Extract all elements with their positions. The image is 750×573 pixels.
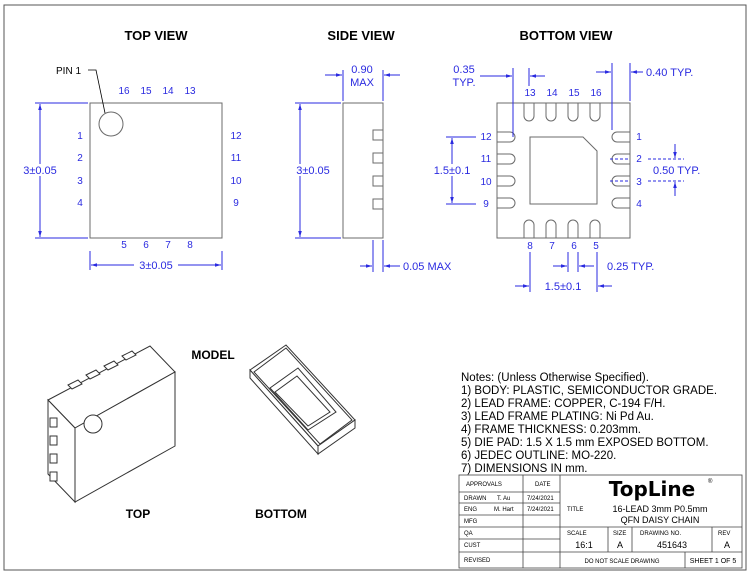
title-block-size-label: SIZE [613, 531, 626, 537]
pin1-marker [98, 111, 124, 137]
side-thickness-note: MAX [350, 77, 375, 89]
notes: Notes: (Unless Otherwise Specified). 1) … [461, 372, 717, 475]
note-line: 3) LEAD FRAME PLATING: Ni Pd Au. [461, 411, 654, 423]
pin-number: 6 [571, 241, 577, 252]
bottom-view: 13 14 15 16 12 11 10 9 1 2 3 4 8 7 6 5 0… [432, 63, 707, 293]
pin-number: 12 [480, 132, 492, 143]
model-heading: MODEL [191, 348, 234, 362]
pin-number: 4 [77, 198, 83, 209]
model-bottom-label: BOTTOM [255, 507, 307, 521]
pin-number: 11 [231, 153, 242, 164]
pin-number: 9 [483, 199, 489, 210]
pin-number: 8 [527, 241, 533, 252]
pin-number: 6 [143, 240, 149, 251]
top-view-heading: TOP VIEW [124, 28, 188, 43]
registered-mark: ® [708, 478, 713, 485]
bottom-view-heading: BOTTOM VIEW [520, 28, 614, 43]
pin-number: 11 [481, 154, 492, 165]
title-block-scale-label: SCALE [567, 531, 587, 537]
top-view-body [89, 102, 223, 239]
title-block-qa: QA [464, 531, 473, 537]
title-block-sheet: SHEET 1 OF 5 [690, 558, 737, 565]
side-thickness: 0.90 [351, 64, 372, 76]
pin1-label: PIN 1 [56, 66, 81, 77]
note-line: 6) JEDEC OUTLINE: MO-220. [461, 450, 616, 462]
title-block-revised: REVISED [464, 558, 491, 564]
pin-number: 9 [233, 198, 239, 209]
title-block-title-label: TITLE [567, 507, 583, 513]
title-block-rev-label: REV [718, 531, 730, 537]
side-standoff: 0.05 MAX [403, 261, 452, 273]
title-block: APPROVALS DATE DRAWN T. Au 7/24/2021 ENG… [458, 474, 743, 569]
pin-number: 5 [121, 240, 127, 251]
pin-number: 5 [593, 241, 599, 252]
title-block-eng-by: M. Hart [494, 507, 514, 513]
side-height-dimension: 3±0.05 [296, 165, 330, 177]
pad-height-dimension: 1.5±0.1 [434, 165, 471, 177]
pin-number: 3 [77, 176, 83, 187]
pin-number: 1 [77, 131, 83, 142]
pin-number: 4 [636, 199, 642, 210]
die-pad [529, 136, 598, 205]
pin-number: 13 [184, 86, 196, 97]
pin-number: 2 [636, 154, 642, 165]
drawing-title-2: QFN DAISY CHAIN [621, 515, 700, 525]
title-block-eng: ENG [464, 507, 477, 513]
title-block-drawing-no-label: DRAWING NO. [640, 531, 681, 537]
pin-number: 8 [187, 240, 193, 251]
pin-number: 15 [140, 86, 152, 97]
title-block-scale: 16:1 [575, 540, 593, 550]
sheet-border [3, 4, 747, 571]
topline-logo: TopLine [609, 477, 695, 501]
note-line: 7) DIMENSIONS IN mm. [461, 463, 588, 475]
note-line: 5) DIE PAD: 1.5 X 1.5 mm EXPOSED BOTTOM. [461, 437, 709, 449]
pin-number: 10 [480, 177, 492, 188]
pin-number: 3 [636, 177, 642, 188]
top-height-dimension: 3±0.05 [23, 165, 57, 177]
drawing-title-1: 16-LEAD 3mm P0.5mm [612, 504, 707, 514]
title-block-do-not-scale: DO NOT SCALE DRAWING [584, 559, 659, 565]
drawing-number: 451643 [657, 540, 687, 550]
title-block-cust: CUST [464, 543, 481, 549]
side-view-heading: SIDE VIEW [327, 28, 395, 43]
title-block-mfg: MFG [464, 519, 478, 525]
title-block-drawn-by: T. Au [497, 496, 510, 502]
title-block-size: A [617, 540, 623, 550]
model-top-iso [47, 345, 176, 504]
pin-number: 2 [77, 153, 83, 164]
title-block-drawn: DRAWN [464, 496, 486, 502]
note-line: 2) LEAD FRAME: COPPER, C-194 F/H. [461, 398, 666, 410]
top-width-dimension: 3±0.05 [139, 260, 173, 272]
note-line: 1) BODY: PLASTIC, SEMICONDUCTOR GRADE. [461, 385, 717, 397]
edge-dimension: 0.40 TYP. [646, 67, 693, 79]
note-line: Notes: (Unless Otherwise Specified). [461, 372, 649, 384]
title-block-approvals: APPROVALS [466, 482, 502, 488]
side-view: 0.90 MAX 3±0.05 0.05 MAX [294, 64, 452, 273]
model-bottom-iso [249, 344, 356, 456]
pin-number: 14 [162, 86, 174, 97]
pin-number: 16 [118, 86, 130, 97]
pitch-dimension: 0.50 TYP. [653, 165, 700, 177]
title-block-date: DATE [535, 482, 551, 488]
pin-number: 14 [546, 88, 558, 99]
pin-number: 12 [230, 131, 242, 142]
title-block-drawn-date: 7/24/2021 [527, 496, 554, 502]
pin-number: 10 [230, 176, 242, 187]
lead-width-dimension: 0.25 TYP. [607, 261, 654, 273]
title-block-eng-date: 7/24/2021 [527, 507, 554, 513]
note-line: 4) FRAME THICKNESS: 0.203mm. [461, 424, 641, 436]
lead-length-dimension: 0.35 [453, 64, 474, 76]
top-view: PIN 1 16 15 14 13 1 2 3 4 12 11 10 9 5 6… [18, 66, 242, 272]
model-top-label: TOP [126, 507, 150, 521]
pin-number: 1 [636, 132, 642, 143]
pin-number: 13 [524, 88, 536, 99]
pad-width-dimension: 1.5±0.1 [545, 281, 582, 293]
pin-number: 7 [549, 241, 555, 252]
pin-number: 16 [590, 88, 602, 99]
pin-number: 7 [165, 240, 171, 251]
title-block-rev: A [724, 540, 730, 550]
pin-number: 15 [568, 88, 580, 99]
lead-length-note: TYP. [452, 77, 475, 89]
